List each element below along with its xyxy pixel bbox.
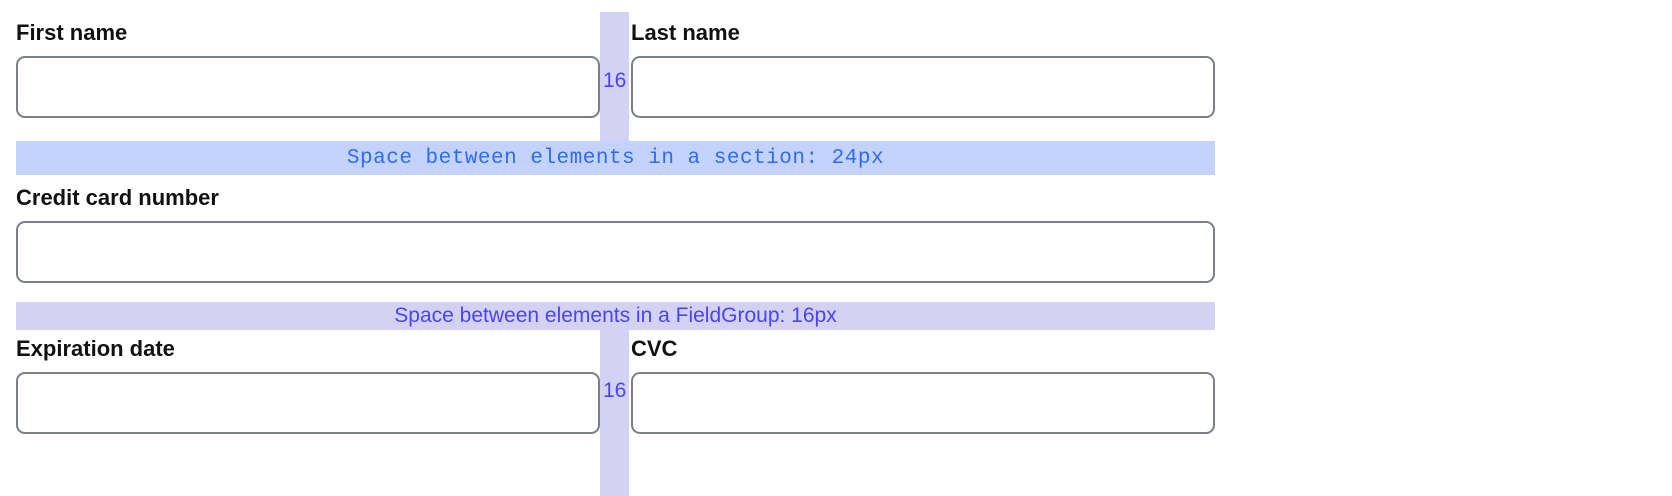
- annotation-band-section-spacing: Space between elements in a section: 24p…: [16, 141, 1215, 175]
- field-label-credit-card-number: Credit card number: [16, 185, 219, 210]
- field-credit-card-number: Credit card number: [16, 185, 1215, 283]
- field-label-expiration-date: Expiration date: [16, 336, 175, 361]
- field-label-last-name: Last name: [631, 20, 740, 45]
- field-first-name: First name: [16, 20, 600, 118]
- field-input-credit-card-number[interactable]: [16, 221, 1215, 283]
- column-gap-band-bottom: 16: [600, 330, 629, 496]
- annotation-text-section-spacing: Space between elements in a section: 24p…: [346, 146, 885, 170]
- annotation-band-fieldgroup-spacing: Space between elements in a FieldGroup: …: [16, 302, 1215, 330]
- field-label-first-name: First name: [16, 20, 128, 45]
- field-input-expiration-date[interactable]: [16, 372, 600, 434]
- field-last-name: Last name: [631, 20, 1215, 118]
- annotation-text-fieldgroup-spacing: Space between elements in a FieldGroup: …: [394, 304, 837, 327]
- field-expiration-date: Expiration date: [16, 336, 600, 434]
- field-label-cvc: CVC: [631, 336, 678, 361]
- field-input-first-name[interactable]: [16, 56, 600, 118]
- field-input-last-name[interactable]: [631, 56, 1215, 118]
- field-input-cvc[interactable]: [631, 372, 1215, 434]
- field-cvc: CVC: [631, 336, 1215, 434]
- column-gap-band-top: 16: [600, 12, 629, 143]
- column-gap-label-top: 16: [603, 69, 627, 92]
- column-gap-label-bottom: 16: [603, 379, 627, 402]
